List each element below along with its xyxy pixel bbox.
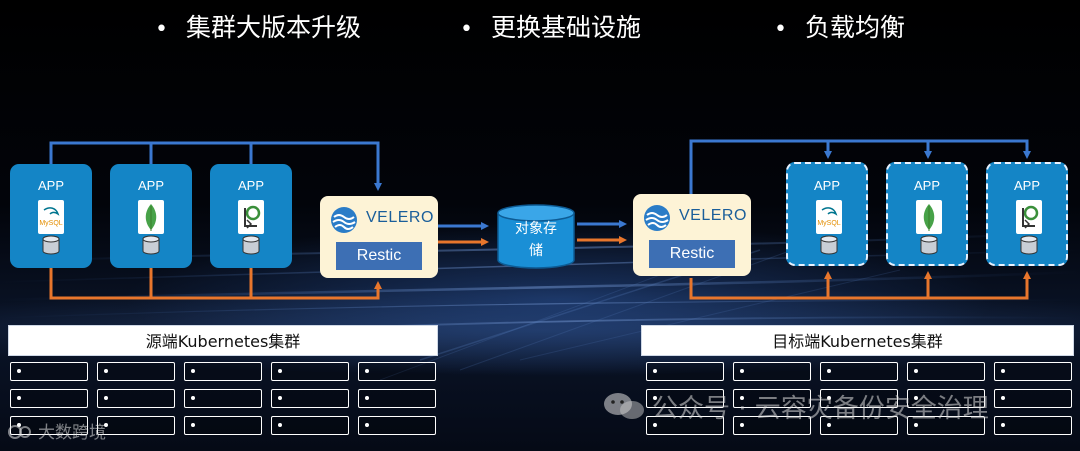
app-label: APP bbox=[813, 178, 840, 193]
database-cylinder-icon bbox=[920, 235, 938, 255]
bullet-text: 更换基础设施 bbox=[490, 13, 641, 42]
server-unit-icon bbox=[358, 389, 436, 408]
target-data-flow bbox=[689, 271, 1031, 300]
server-unit-icon bbox=[271, 362, 349, 381]
mysql-logo-icon: MySQL bbox=[38, 200, 64, 234]
app-label: APP bbox=[37, 178, 64, 193]
target-velero-box: VELERO Restic bbox=[633, 194, 751, 276]
server-unit-icon bbox=[733, 389, 811, 408]
source-backup-flow bbox=[49, 141, 382, 191]
database-cylinder-icon bbox=[242, 235, 260, 255]
server-unit-icon bbox=[646, 362, 724, 381]
velero-label: VELERO bbox=[679, 207, 747, 224]
app-gear-logo-icon bbox=[238, 200, 264, 234]
server-unit-icon bbox=[994, 389, 1072, 408]
bullet-dot-icon: • bbox=[155, 17, 168, 42]
target-app-mongodb: APP bbox=[886, 162, 968, 266]
wechat-icon bbox=[604, 393, 644, 419]
source-cluster-label: 源端Kubernetes集群 bbox=[8, 325, 438, 356]
storage-label: 对象存储 bbox=[502, 218, 570, 262]
watermark-left-text: 大数跨境 bbox=[38, 423, 106, 443]
server-unit-icon bbox=[646, 416, 724, 435]
mongodb-leaf-icon bbox=[138, 200, 164, 234]
app-gear-logo-icon bbox=[1016, 200, 1042, 234]
bullet-dot-icon: • bbox=[774, 17, 787, 42]
database-cylinder-icon bbox=[142, 235, 160, 255]
server-unit-icon bbox=[358, 416, 436, 435]
server-unit-icon bbox=[733, 416, 811, 435]
server-unit-icon bbox=[97, 416, 175, 435]
server-unit-icon bbox=[820, 416, 898, 435]
mysql-logo-text: MySQL bbox=[39, 220, 62, 227]
server-unit-icon bbox=[646, 389, 724, 408]
source-app-mysql: APP MySQL bbox=[10, 164, 92, 268]
bullet-load-balance: • 负载均衡 bbox=[774, 8, 905, 44]
server-unit-icon bbox=[994, 416, 1072, 435]
server-unit-icon bbox=[271, 416, 349, 435]
bullet-replace-infra: • 更换基础设施 bbox=[460, 8, 641, 44]
server-unit-icon bbox=[994, 362, 1072, 381]
storage-label-line1: 对象存 bbox=[515, 221, 557, 237]
source-velero-box: VELERO Restic bbox=[320, 196, 438, 278]
server-unit-icon bbox=[907, 362, 985, 381]
database-cylinder-icon bbox=[820, 235, 838, 255]
server-unit-icon bbox=[10, 389, 88, 408]
restic-label: Restic bbox=[649, 240, 735, 268]
server-unit-icon bbox=[733, 362, 811, 381]
server-unit-icon bbox=[820, 389, 898, 408]
server-unit-icon bbox=[907, 389, 985, 408]
bullet-text: 负载均衡 bbox=[804, 13, 905, 42]
mysql-logo-text: MySQL bbox=[817, 220, 840, 227]
source-app-generic: APP bbox=[210, 164, 292, 268]
server-unit-icon bbox=[184, 362, 262, 381]
server-unit-icon bbox=[10, 362, 88, 381]
watermark-logo-icon bbox=[8, 425, 31, 439]
target-cluster-label: 目标端Kubernetes集群 bbox=[641, 325, 1074, 356]
server-unit-icon bbox=[358, 362, 436, 381]
server-unit-icon bbox=[97, 362, 175, 381]
database-cylinder-icon bbox=[42, 235, 60, 255]
server-unit-icon bbox=[820, 362, 898, 381]
target-app-mysql: APP MySQL bbox=[786, 162, 868, 266]
mysql-logo-icon: MySQL bbox=[816, 200, 842, 234]
database-cylinder-icon bbox=[1020, 235, 1038, 255]
source-app-mongodb: APP bbox=[110, 164, 192, 268]
bullet-cluster-upgrade: • 集群大版本升级 bbox=[155, 8, 361, 44]
app-label: APP bbox=[1013, 178, 1040, 193]
server-unit-icon bbox=[271, 389, 349, 408]
storage-label-line2: 储 bbox=[529, 243, 543, 259]
object-storage: 对象存储 bbox=[496, 204, 576, 270]
watermark-right-text: 公众号 · 云容灾备份安全治理 bbox=[652, 394, 989, 424]
bullet-dot-icon: • bbox=[460, 17, 473, 42]
target-app-generic: APP bbox=[986, 162, 1068, 266]
watermark-left: 大数跨境 bbox=[8, 418, 106, 443]
restic-label: Restic bbox=[336, 242, 422, 270]
mongodb-leaf-icon bbox=[916, 200, 942, 234]
app-label: APP bbox=[913, 178, 940, 193]
velero-label: VELERO bbox=[366, 209, 434, 226]
bullet-text: 集群大版本升级 bbox=[185, 13, 361, 42]
server-unit-icon bbox=[184, 416, 262, 435]
source-data-flow bbox=[49, 268, 382, 300]
target-restore-flow bbox=[689, 139, 1031, 194]
server-unit-icon bbox=[97, 389, 175, 408]
app-label: APP bbox=[237, 178, 264, 193]
watermark-right: 公众号 · 云容灾备份安全治理 bbox=[602, 388, 989, 425]
velero-wave-icon bbox=[644, 205, 670, 231]
velero-wave-icon bbox=[331, 207, 357, 233]
server-unit-icon bbox=[184, 389, 262, 408]
app-label: APP bbox=[137, 178, 164, 193]
server-unit-icon bbox=[907, 416, 985, 435]
storage-cylinder-icon bbox=[497, 204, 575, 269]
